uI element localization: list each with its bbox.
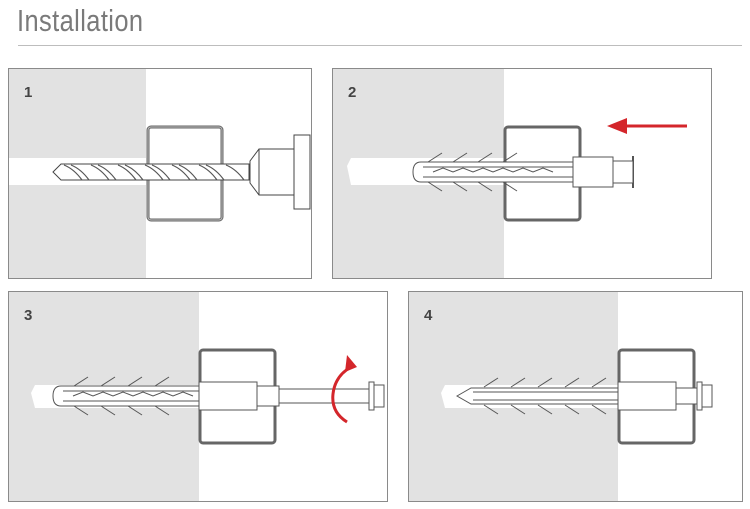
insert-anchor-illustration	[333, 69, 687, 278]
hex-screw-icon	[278, 381, 385, 411]
step-panel-4: 4	[408, 291, 743, 502]
step-number: 2	[348, 84, 357, 101]
title-divider	[18, 45, 742, 46]
step-panel-1: 1	[8, 68, 312, 279]
wall-plug-icon	[412, 152, 634, 192]
page-title: Installation	[17, 3, 144, 38]
fixed-anchor-illustration	[409, 292, 713, 501]
drill-illustration	[9, 69, 311, 278]
step-panel-2: 2	[332, 68, 712, 279]
drill-bit-icon	[52, 163, 250, 181]
screw-in-illustration	[9, 292, 385, 501]
rotate-arrow-icon	[331, 355, 357, 424]
wall-plug-icon	[52, 376, 280, 416]
arrow-left-icon	[607, 118, 687, 134]
step-number: 1	[24, 84, 33, 101]
step-number: 3	[24, 307, 33, 324]
drill-chuck-icon	[249, 134, 311, 210]
hex-screw-head-icon	[696, 381, 713, 411]
step-panel-3: 3	[8, 291, 388, 502]
step-number: 4	[424, 307, 433, 324]
